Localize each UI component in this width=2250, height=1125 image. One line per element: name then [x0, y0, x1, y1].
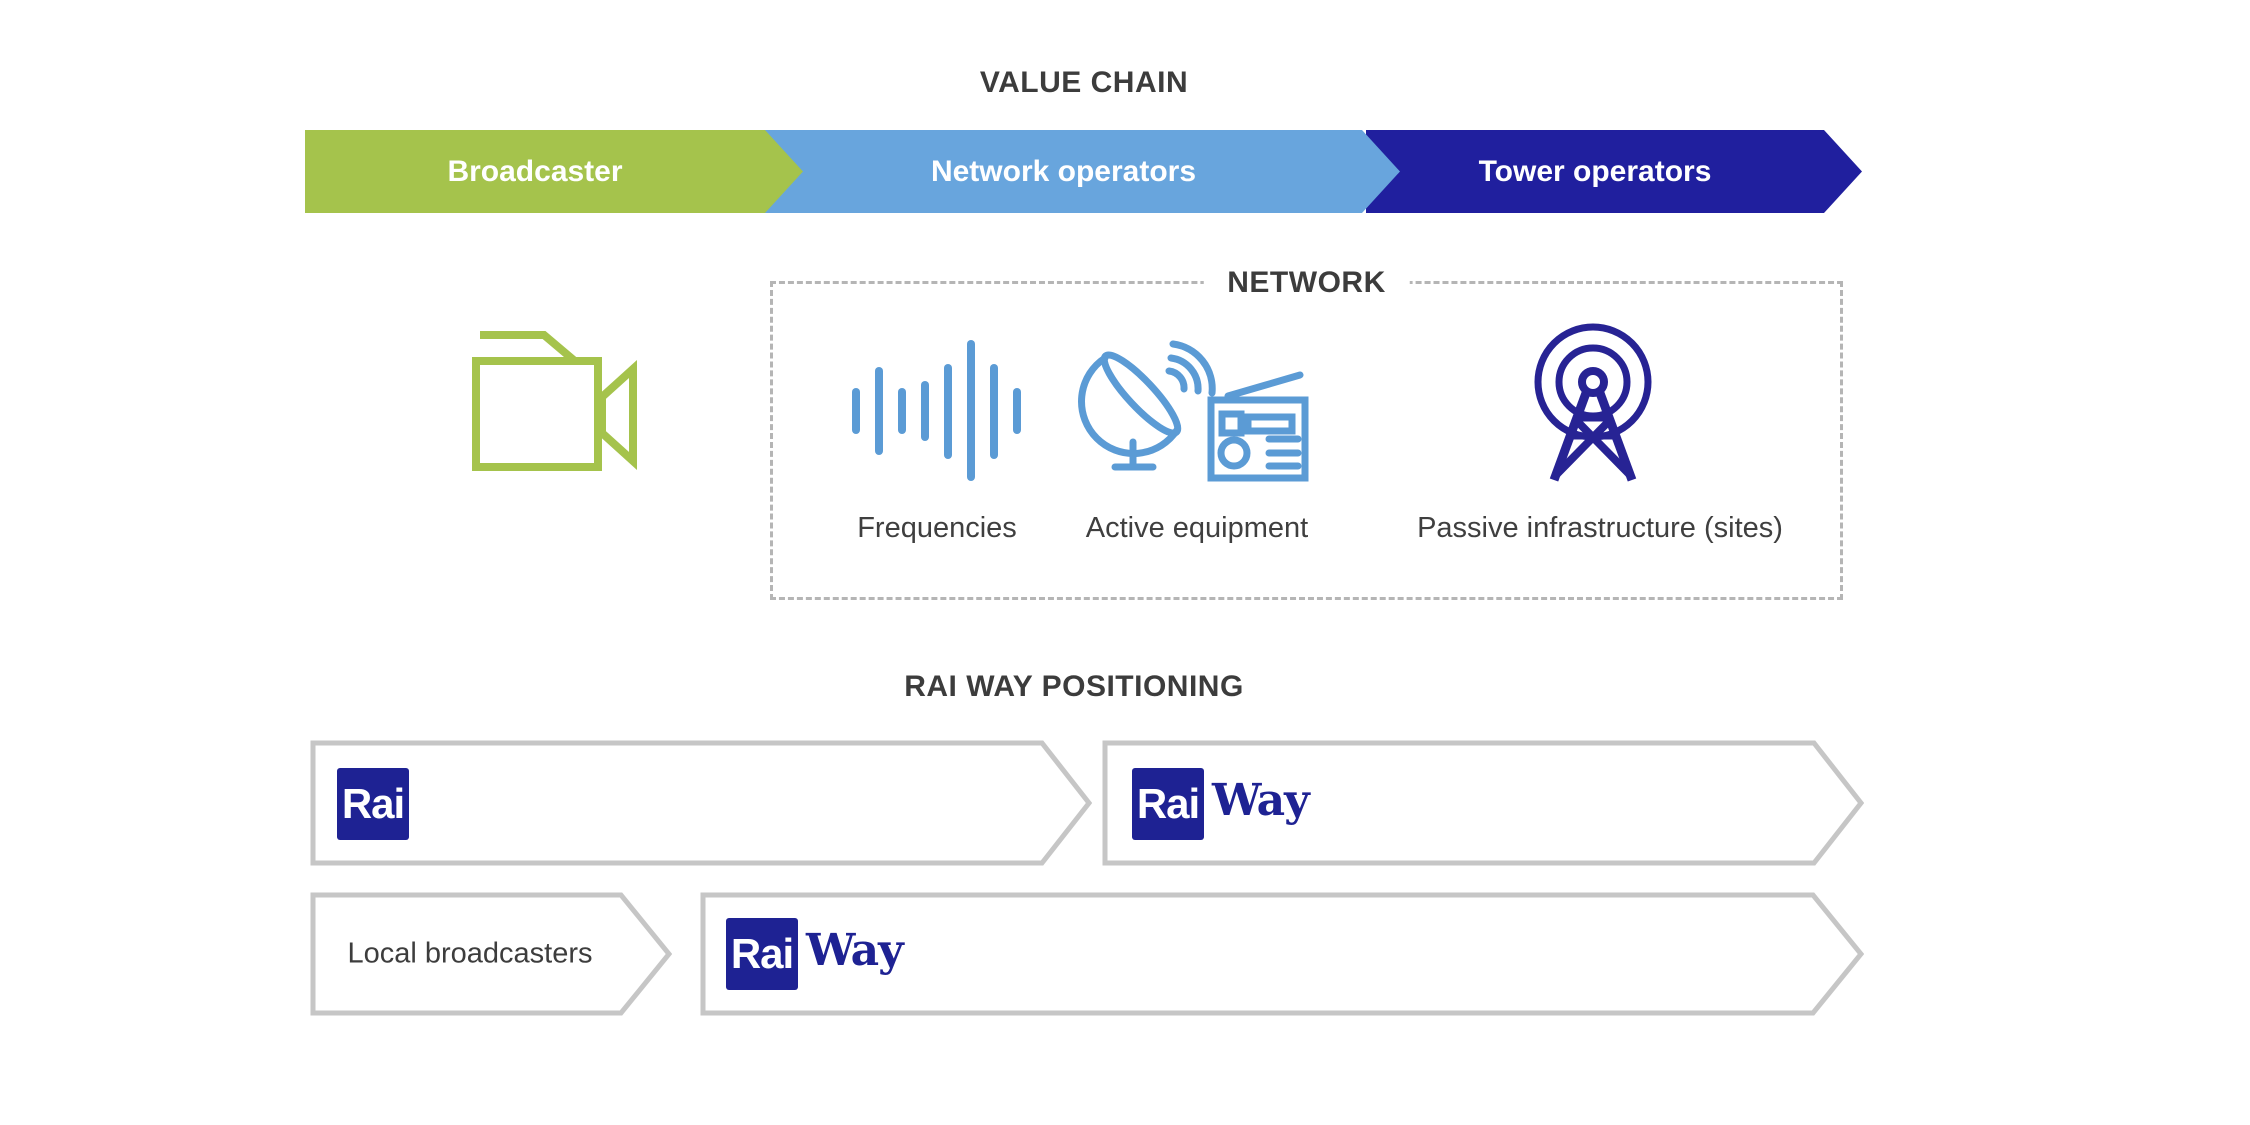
frequency-waveform-icon: [850, 338, 1025, 483]
arrow-rai: Rai: [310, 740, 1092, 866]
local-broadcasters-label: Local broadcasters: [347, 937, 593, 970]
transmission-tower-icon: [1523, 315, 1668, 495]
arrow-rai-way-2: Rai Way: [700, 892, 1864, 1016]
arrow-rai-way-1: Rai Way: [1102, 740, 1864, 866]
rai-logo-text: Rai: [1136, 780, 1200, 827]
caption-passive-infrastructure: Passive infrastructure (sites): [1417, 512, 1783, 544]
stage-tower-operators-label: Tower operators: [1478, 154, 1712, 188]
way-logo-text: Way: [806, 925, 904, 976]
rai-logo: Rai: [726, 918, 798, 990]
positioning-title: RAI WAY POSITIONING: [904, 670, 1244, 703]
video-camera-icon: [470, 325, 645, 475]
stage-network-operators: Network operators: [765, 130, 1400, 213]
way-logo-text: Way: [1212, 775, 1310, 826]
network-box: NETWORK: [770, 265, 1843, 600]
value-chain-title: VALUE CHAIN: [979, 66, 1189, 99]
rai-logo-text: Rai: [730, 930, 794, 977]
caption-active-equipment: Active equipment: [1085, 512, 1309, 544]
stage-broadcaster: Broadcaster: [305, 130, 803, 213]
stage-network-operators-label: Network operators: [930, 154, 1197, 188]
caption-frequencies: Frequencies: [857, 512, 1017, 544]
rai-logo: Rai: [337, 768, 409, 840]
rai-logo-text: Rai: [341, 780, 405, 827]
satellite-dish-radio-icon: [1070, 330, 1310, 485]
rai-logo: Rai: [1132, 768, 1204, 840]
stage-tower-operators: Tower operators: [1366, 130, 1862, 213]
arrow-local-broadcasters: Local broadcasters: [310, 892, 672, 1016]
network-box-title: NETWORK: [1203, 265, 1410, 301]
stage-broadcaster-label: Broadcaster: [447, 154, 623, 188]
